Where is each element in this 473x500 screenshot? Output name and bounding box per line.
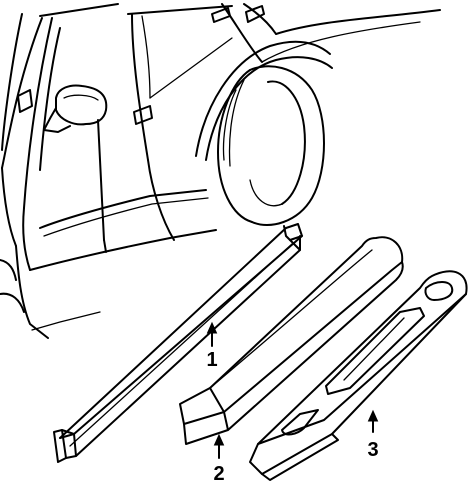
callout-label-3: 3 [367,439,378,461]
arrowhead-2 [213,433,225,446]
vehicle-body [0,3,441,339]
part-2-molding [179,236,404,445]
part-3-step-molding [249,270,468,481]
callout-2: 2 [213,433,225,485]
callout-1: 1 [206,321,218,371]
callout-label-1: 1 [206,349,217,371]
callout-label-2: 2 [213,463,224,485]
arrowhead-3 [367,409,379,422]
callout-3: 3 [367,409,379,461]
front-tire [217,65,325,226]
part-1-rocker-molding [53,223,303,463]
arrowhead-1 [206,321,218,334]
